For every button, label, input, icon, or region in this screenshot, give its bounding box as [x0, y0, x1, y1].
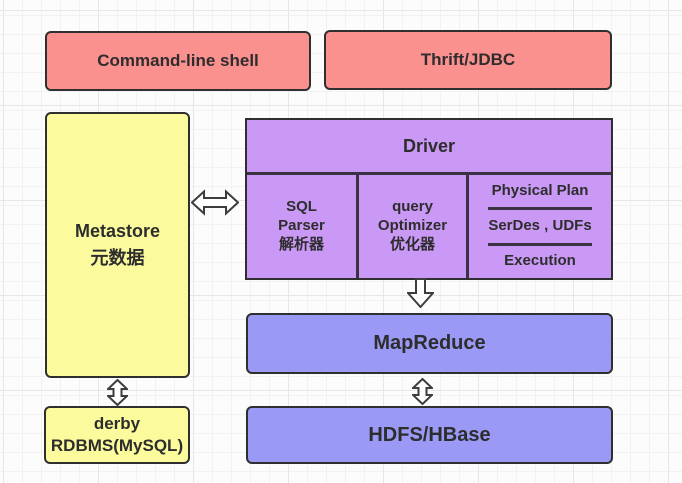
- bidirectional-horizontal-arrow-icon: [191, 189, 239, 216]
- bidirectional-vertical-arrow-metastore-derby-icon: [107, 379, 128, 406]
- driver-title: Driver: [247, 120, 611, 175]
- driver-box: Driver SQL Parser 解析器 query Optimizer 优化…: [245, 118, 613, 280]
- execution-cell: Execution: [504, 252, 576, 270]
- derby-label-line2: RDBMS(MySQL): [50, 436, 184, 455]
- physical-plan-cell: Physical Plan: [491, 181, 589, 199]
- command-line-shell-box: Command-line shell: [45, 31, 311, 91]
- metastore-label-zh: 元数据: [90, 248, 145, 268]
- query-optimizer-line3: 优化器: [389, 235, 435, 253]
- thrift-jdbc-box: Thrift/JDBC: [324, 30, 612, 90]
- metastore-box: Metastore 元数据: [45, 112, 190, 378]
- bidirectional-vertical-arrow-mapreduce-hdfs-icon: [412, 378, 433, 405]
- down-arrow-icon: [407, 278, 434, 308]
- driver-body: SQL Parser 解析器 query Optimizer 优化器 Physi…: [247, 175, 611, 278]
- mapreduce-label: MapReduce: [373, 332, 486, 354]
- sql-parser-cell: SQL Parser 解析器: [247, 175, 359, 278]
- metastore-label: Metastore: [74, 221, 161, 241]
- sql-parser-line3: 解析器: [278, 235, 324, 253]
- thrift-jdbc-label: Thrift/JDBC: [420, 50, 516, 69]
- mapreduce-box: MapReduce: [246, 313, 613, 374]
- command-line-shell-label: Command-line shell: [97, 51, 259, 70]
- hdfs-hbase-box: HDFS/HBase: [246, 406, 613, 464]
- sql-parser-line1: SQL: [286, 198, 317, 216]
- query-optimizer-cell: query Optimizer 优化器: [359, 175, 469, 278]
- driver-right-stack: Physical Plan SerDes , UDFs Execution: [469, 175, 611, 278]
- query-optimizer-line1: query: [392, 198, 433, 216]
- sql-parser-line2: Parser: [278, 217, 325, 235]
- derby-label-line1: derby: [93, 413, 141, 433]
- query-optimizer-line2: Optimizer: [377, 217, 448, 235]
- hdfs-hbase-label: HDFS/HBase: [368, 423, 491, 446]
- serdes-udfs-cell: SerDes , UDFs: [488, 207, 592, 246]
- derby-rdbms-box: derby RDBMS(MySQL): [44, 406, 190, 464]
